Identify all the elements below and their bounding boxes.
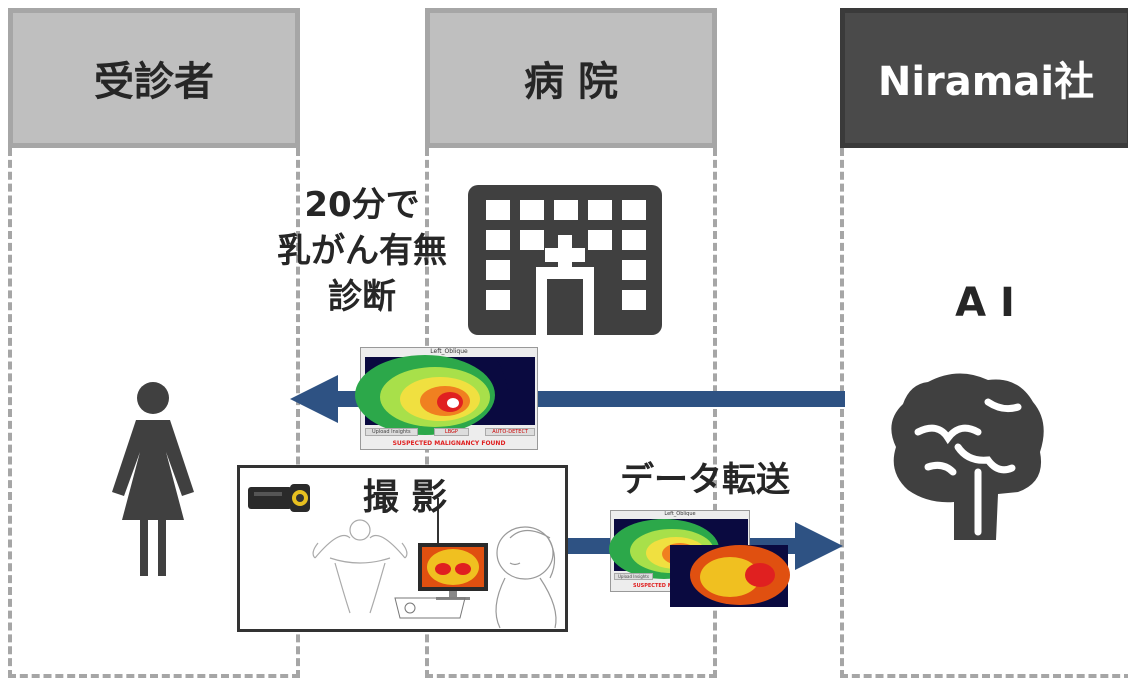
niramai-lane-title: Niramai社 xyxy=(877,59,1095,105)
patient-sketch xyxy=(312,519,408,614)
ai-label: A I xyxy=(955,280,1015,326)
hospital-building-icon xyxy=(468,185,662,335)
thermal-image xyxy=(355,355,535,435)
monitor-thermal-icon xyxy=(418,543,488,600)
transfer-upload-button[interactable]: Upload Insights xyxy=(614,573,653,580)
patient-lane-title: 受診者 xyxy=(94,59,214,105)
brain-ai-icon xyxy=(891,373,1044,540)
thermal-result-screen: Left_Oblique Upload Insights LBGP AUTO-D… xyxy=(355,347,538,450)
keyboard-sketch xyxy=(394,597,466,619)
hospital-lane-title: 病 院 xyxy=(524,59,618,105)
diagnosis-label-line1: 20分で xyxy=(304,185,420,225)
woman-patient-icon xyxy=(112,382,194,576)
thermal-camera-icon xyxy=(248,484,310,512)
transfer-screen-title: Left_Oblique xyxy=(664,511,696,517)
niramai-lane xyxy=(840,148,1128,678)
patient-lane xyxy=(8,148,300,678)
upload-insights-button[interactable]: Upload Insights xyxy=(365,428,418,436)
hospital-lane-header: 病 院 xyxy=(425,8,717,148)
data-transfer-label: データ転送 xyxy=(620,460,790,500)
auto-detect-button[interactable]: AUTO-DETECT xyxy=(485,428,535,436)
thermal-screen-buttons: Upload Insights LBGP AUTO-DETECT xyxy=(365,428,535,436)
transfer-thermal-image-back xyxy=(670,545,790,607)
imaging-scene-box xyxy=(237,465,568,632)
malignancy-result-text: SUSPECTED MALIGNANCY FOUND xyxy=(392,440,506,447)
lbgp-button[interactable]: LBGP xyxy=(433,428,469,436)
diagnosis-label-line3: 診断 xyxy=(328,277,396,317)
niramai-lane-header: Niramai社 xyxy=(840,8,1128,148)
imaging-label: 撮 影 xyxy=(362,477,448,518)
patient-lane-header: 受診者 xyxy=(8,8,300,148)
diagnosis-label: 20分で 乳がん有無 診断 xyxy=(252,182,472,320)
operator-sketch xyxy=(495,526,557,629)
thermal-screen-title: Left_Oblique xyxy=(430,348,468,355)
diagnosis-label-line2: 乳がん有無 xyxy=(277,231,447,271)
camera-stand xyxy=(437,498,439,543)
